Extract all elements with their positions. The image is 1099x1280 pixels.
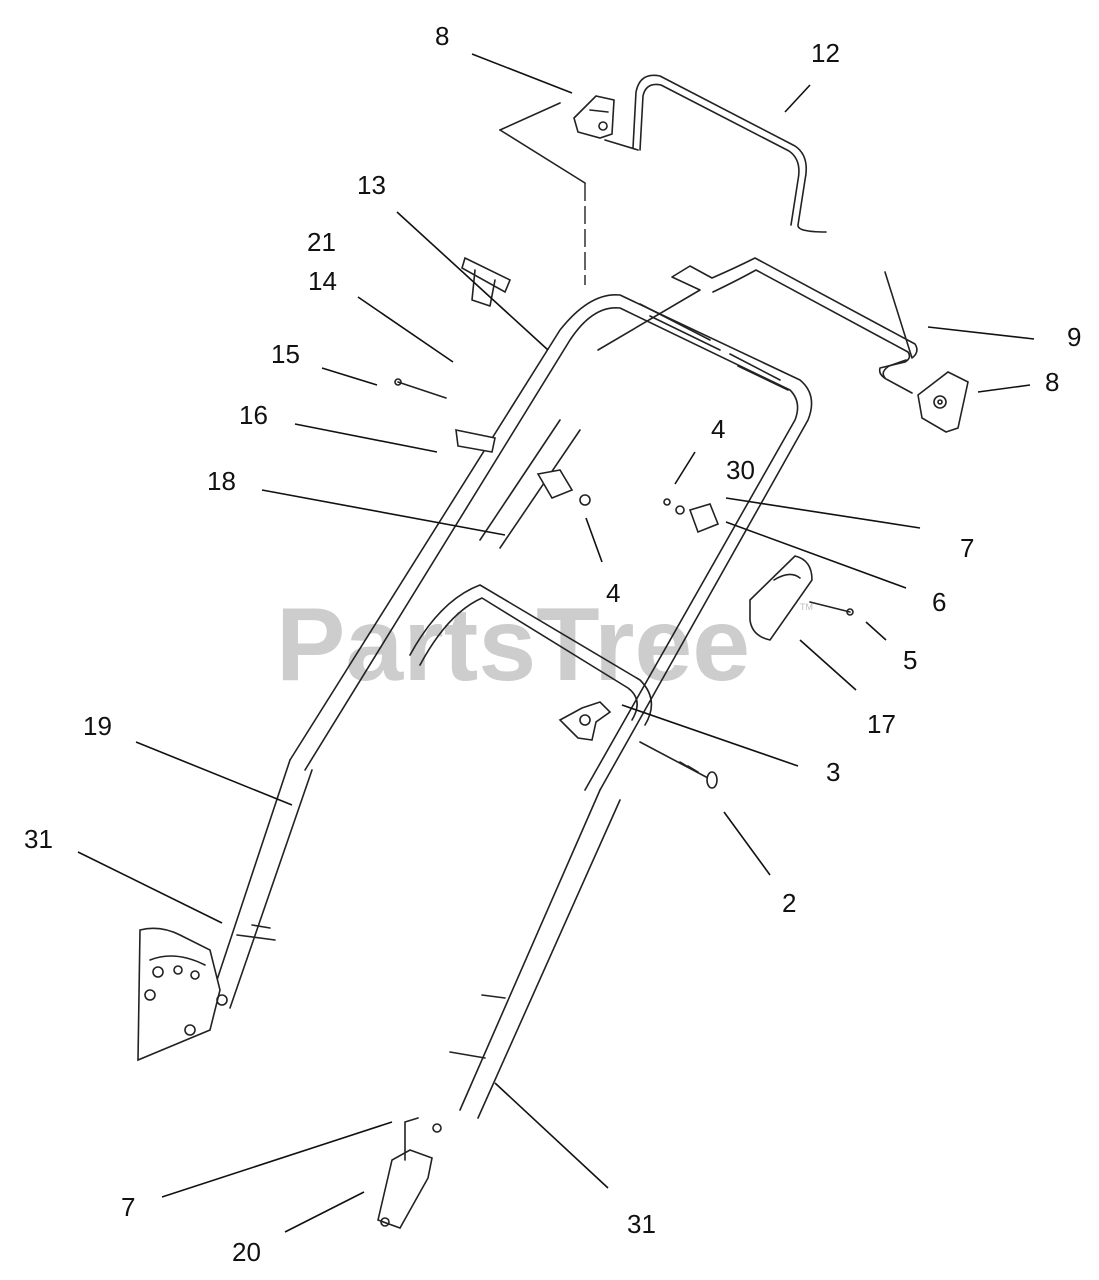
label-14: 14 <box>308 266 337 296</box>
label-2: 2 <box>782 888 796 918</box>
part-8-top-bracket <box>573 95 615 139</box>
label-7-right: 7 <box>960 533 974 563</box>
leader-9 <box>927 326 1035 340</box>
label-13: 13 <box>357 170 386 200</box>
part-12-bail <box>604 74 827 233</box>
leader-7-left <box>161 1121 393 1198</box>
leader-31-bottom <box>494 1082 609 1189</box>
leader-7-right <box>725 497 921 529</box>
part-9-control-bar <box>597 257 918 394</box>
watermark-text: PartsTree <box>276 587 750 703</box>
label-15: 15 <box>271 339 300 369</box>
part-14-clip <box>461 256 512 307</box>
leader-8-top <box>471 53 573 94</box>
label-4-upper: 4 <box>711 414 725 444</box>
label-30: 30 <box>726 455 755 485</box>
part-17-cable-guide <box>749 555 813 641</box>
label-6: 6 <box>932 587 946 617</box>
label-7-left: 7 <box>121 1192 135 1222</box>
leader-lines <box>77 53 1035 1233</box>
leader-5 <box>865 621 887 641</box>
leader-4-upper <box>674 451 696 485</box>
label-20: 20 <box>232 1237 261 1267</box>
label-17: 17 <box>867 709 896 739</box>
label-12: 12 <box>811 38 840 68</box>
part-15-screw <box>394 378 447 399</box>
leader-4-lower <box>585 517 603 563</box>
label-18: 18 <box>207 466 236 496</box>
leader-6 <box>725 521 907 589</box>
leader-3 <box>621 704 799 767</box>
label-21: 21 <box>307 227 336 257</box>
right-lower-tube <box>449 789 621 1119</box>
label-19: 19 <box>83 711 112 741</box>
part-20-bottom-bracket <box>377 1117 442 1229</box>
parts-drawing <box>137 74 969 1229</box>
label-9: 9 <box>1067 322 1081 352</box>
leader-15 <box>321 367 378 386</box>
label-16: 16 <box>239 400 268 430</box>
part-2-bolt <box>639 741 718 789</box>
hardware-4-30-6-7 <box>663 498 720 534</box>
label-3: 3 <box>826 757 840 787</box>
leader-8-right <box>977 384 1031 393</box>
watermark-trademark: TM <box>800 602 813 612</box>
leader-31-left <box>77 851 223 924</box>
label-5: 5 <box>903 645 917 675</box>
label-8-top: 8 <box>435 21 449 51</box>
leader-12 <box>784 84 811 113</box>
part-18-inner-handle <box>409 419 653 726</box>
leader-20 <box>284 1191 365 1233</box>
label-8-right: 8 <box>1045 367 1059 397</box>
leader-2 <box>723 811 771 876</box>
leader-16 <box>294 423 438 453</box>
leader-17 <box>799 639 857 691</box>
part-16-cable-tie <box>455 428 496 453</box>
leader-14 <box>357 296 454 363</box>
leader-19 <box>135 741 293 806</box>
watermark: PartsTree TM <box>276 587 813 703</box>
label-31-bottom: 31 <box>627 1209 656 1239</box>
part-19-left-tube <box>211 759 313 1009</box>
part-8-right-bracket <box>917 371 969 433</box>
leader-13 <box>396 211 549 351</box>
part-13-upper-handle <box>289 294 813 791</box>
cable-bracket-outline <box>499 102 586 285</box>
part-5-screw <box>809 601 854 616</box>
label-4-lower: 4 <box>606 578 620 608</box>
part-3-knob <box>558 701 612 741</box>
part-31-left-plate <box>137 927 276 1062</box>
label-31-left: 31 <box>24 824 53 854</box>
callout-labels: 8 12 13 21 14 15 16 18 9 8 4 30 7 6 4 5 … <box>24 21 1081 1267</box>
leader-18 <box>261 489 506 536</box>
